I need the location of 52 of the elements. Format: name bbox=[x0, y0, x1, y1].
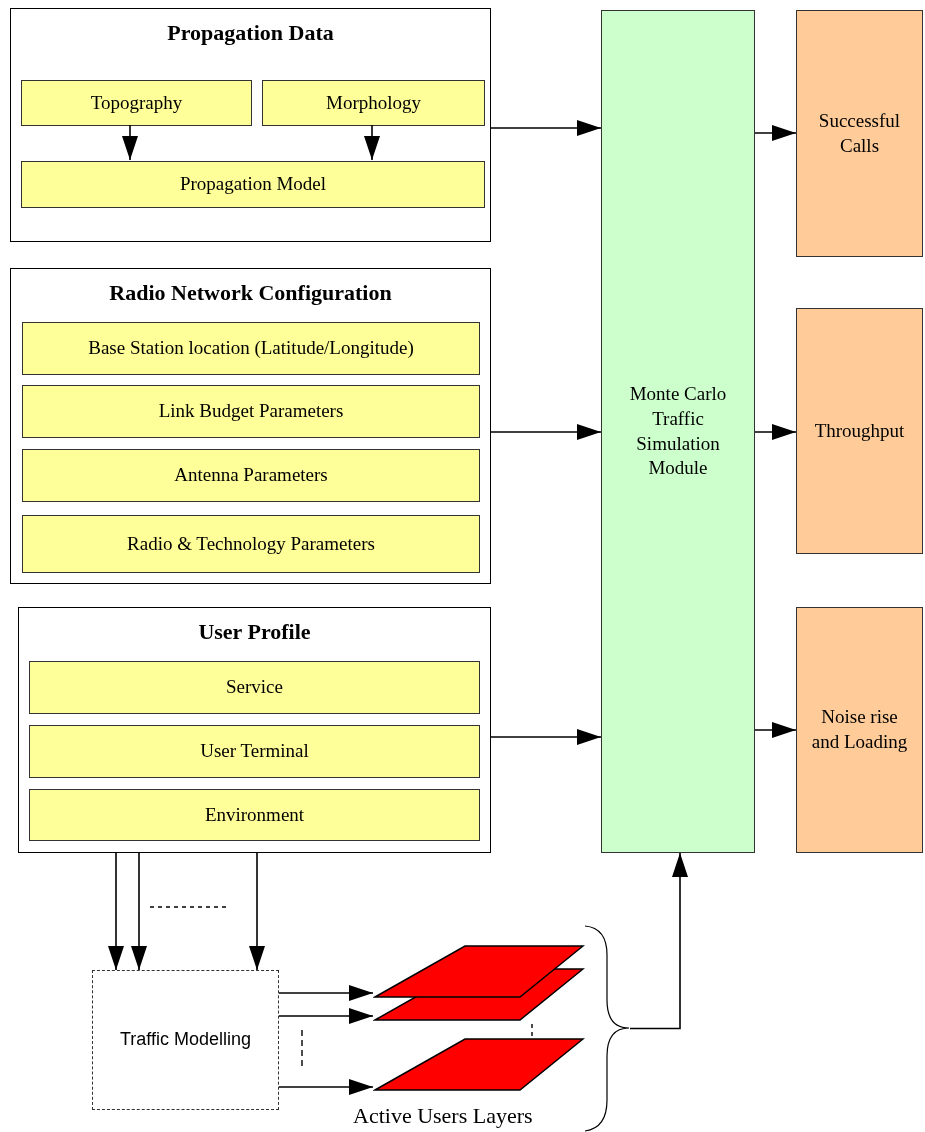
arrow bbox=[278, 1079, 374, 1095]
panel-heading: Propagation Data bbox=[166, 19, 335, 47]
arrow bbox=[490, 120, 602, 136]
arrow bbox=[490, 729, 602, 745]
group-panel bbox=[10, 268, 491, 584]
box-label: Antenna Parameters bbox=[174, 463, 328, 488]
box-label: User Terminal bbox=[200, 739, 309, 764]
box-label: Environment bbox=[204, 802, 305, 827]
group-panel bbox=[10, 8, 491, 242]
box-label: Propagation Model bbox=[179, 172, 327, 197]
arrow bbox=[278, 1008, 374, 1024]
arrow bbox=[249, 852, 265, 971]
box-label: Morphology bbox=[326, 90, 421, 115]
output-box bbox=[796, 10, 923, 257]
box-label: Monte Carlo Traffic Simulation Module bbox=[628, 382, 728, 481]
parameter-box bbox=[262, 80, 485, 126]
process-box bbox=[92, 970, 279, 1110]
parameter-box bbox=[22, 515, 480, 573]
box-label: Traffic Modelling bbox=[119, 1028, 252, 1052]
arrow bbox=[108, 852, 124, 971]
box-label: Radio & Technology Parameters bbox=[127, 531, 375, 556]
box-label: Successful Calls bbox=[817, 108, 902, 158]
parameter-box bbox=[29, 661, 480, 714]
arrow bbox=[754, 722, 797, 738]
caption-label: Active Users Layers bbox=[353, 1103, 533, 1129]
module-box bbox=[601, 10, 755, 853]
box-label: Topography bbox=[90, 90, 183, 115]
arrow bbox=[490, 424, 602, 440]
box-label: Throughput bbox=[813, 418, 906, 443]
arrow bbox=[754, 125, 797, 141]
box-label: Service bbox=[226, 675, 283, 700]
parameter-box bbox=[22, 449, 480, 502]
panel-heading: Radio Network Configuration bbox=[108, 279, 393, 307]
arrow bbox=[131, 852, 147, 971]
parameter-box bbox=[21, 80, 252, 126]
output-box bbox=[796, 308, 923, 554]
parameter-box bbox=[22, 322, 480, 375]
arrow bbox=[122, 124, 138, 161]
parameter-box bbox=[22, 385, 480, 438]
box-label: Link Budget Parameters bbox=[158, 399, 344, 424]
arrow bbox=[754, 424, 797, 440]
group-panel bbox=[18, 607, 491, 853]
arrow bbox=[364, 124, 380, 161]
arrow bbox=[278, 985, 374, 1001]
parameter-box bbox=[29, 725, 480, 778]
parameter-box bbox=[21, 161, 485, 208]
box-label: Base Station location (Latitude/Longitude) bbox=[88, 336, 414, 361]
panel-heading: User Profile bbox=[197, 618, 312, 646]
parameter-box bbox=[29, 789, 480, 841]
box-label: Noise rise and Loading bbox=[810, 705, 909, 754]
arrow bbox=[629, 852, 688, 1030]
output-box bbox=[796, 607, 923, 853]
